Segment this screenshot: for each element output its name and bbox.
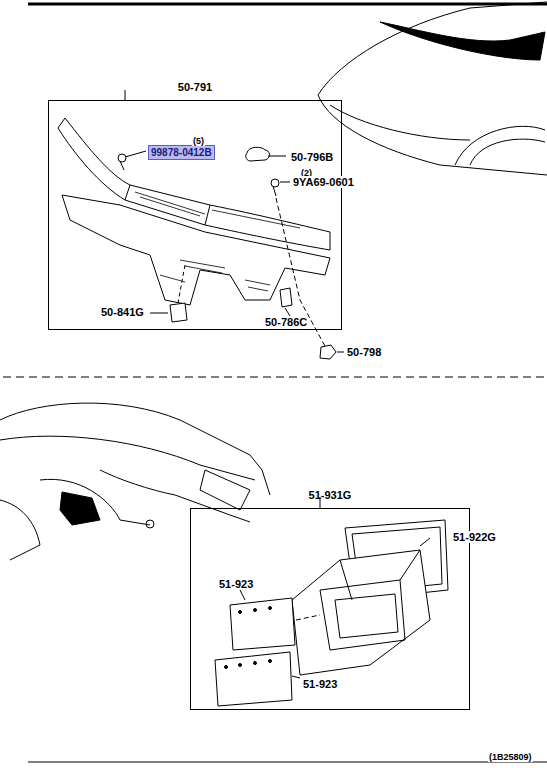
group-part-number: 50-791 [178, 81, 212, 93]
part-number: 51-923 [302, 678, 338, 690]
part-number: 51-922G [452, 531, 497, 543]
part-number: 50-786C [264, 316, 308, 328]
part-number-box: 99878-0412B [148, 145, 215, 160]
part-number: 50-796B [290, 151, 334, 163]
part-number: 9YA69-0601 [292, 176, 355, 188]
figure-code: (1B25809) [488, 752, 533, 762]
group-part-number: 51-931G [309, 489, 352, 501]
group-frame: 50-79199878-0412B [48, 100, 342, 330]
callout-number: (5) [192, 136, 205, 146]
part-number: 50-798 [346, 346, 382, 358]
part-number: 50-841G [100, 306, 145, 318]
part-number: 99878-0412B [148, 145, 215, 160]
part-number: 51-923 [218, 578, 254, 590]
